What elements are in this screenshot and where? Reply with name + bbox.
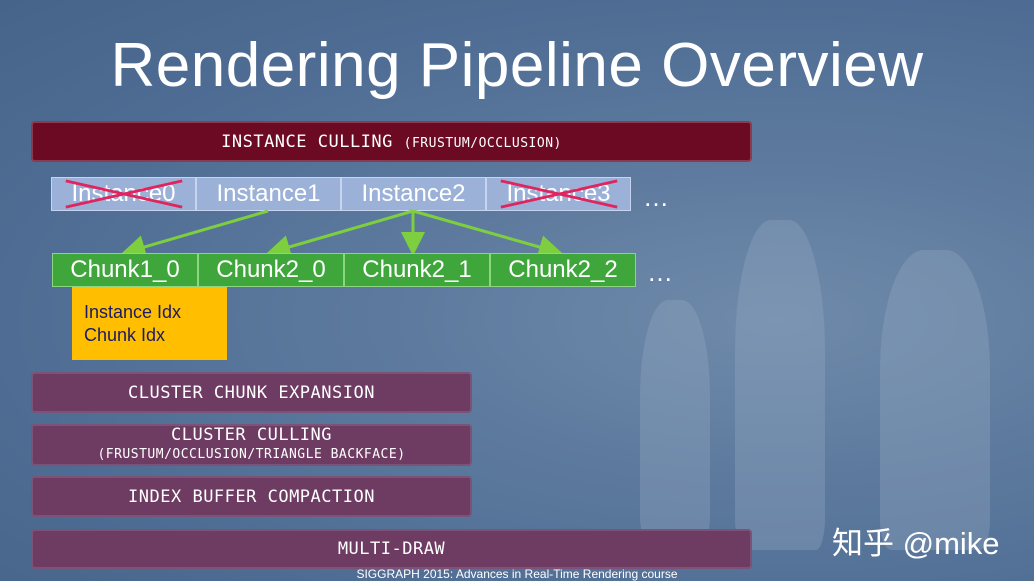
instance-label: Instance2 [361,180,466,207]
chunk-cell: Chunk1_0 [52,253,198,287]
multi-draw-label: MULTI-DRAW [337,539,446,559]
chunk-cell: Chunk2_0 [198,253,344,287]
background-figure [640,300,710,540]
instance-label: Instance1 [216,180,321,207]
cluster-chunk-expansion-stage: CLUSTER CHUNK EXPANSION [31,372,472,413]
chunk-cell: Chunk2_2 [490,253,636,287]
cluster-culling-sub: (FRUSTUM/OCCLUSION/TRIANGLE BACKFACE) [97,447,406,462]
instance-culling-main: INSTANCE CULLING [221,131,393,152]
chunk-label: Chunk2_2 [508,256,618,283]
instances-ellipsis: … [643,182,669,212]
chunk-info-note: Instance Idx Chunk Idx [72,287,227,360]
instance-culling-sub: (FRUSTUM/OCCLUSION) [403,135,562,151]
note-line: Chunk Idx [84,325,166,345]
instance-cell: Instance3 [486,177,631,211]
multi-draw-stage: MULTI-DRAW [31,529,752,569]
instance-culling-label: INSTANCE CULLING (FRUSTUM/OCCLUSION) [221,132,562,152]
chunk-label: Chunk1_0 [70,256,180,283]
instance-culling-stage: INSTANCE CULLING (FRUSTUM/OCCLUSION) [31,121,752,162]
chunks-row: Chunk1_0 Chunk2_0 Chunk2_1 Chunk2_2 [52,253,636,287]
chunks-ellipsis: … [647,257,673,287]
background-figure [735,220,825,550]
instance-cell: Instance0 [51,177,196,211]
chunk-label: Chunk2_0 [216,256,326,283]
instance-cell: Instance2 [341,177,486,211]
instances-row: Instance0 Instance1 Instance2 Instance3 [51,177,631,211]
cluster-chunk-expansion-label: CLUSTER CHUNK EXPANSION [128,382,375,403]
watermark: 知乎 @mike [832,526,1000,561]
slide-footer: SIGGRAPH 2015: Advances in Real-Time Ren… [356,567,678,581]
slide-title: Rendering Pipeline Overview [110,31,924,100]
index-buffer-compaction-stage: INDEX BUFFER COMPACTION [31,476,472,517]
cluster-culling-stage: CLUSTER CULLING (FRUSTUM/OCCLUSION/TRIAN… [31,424,472,466]
index-buffer-compaction-label: INDEX BUFFER COMPACTION [128,486,375,507]
instance-cell: Instance1 [196,177,341,211]
culled-cross-icon [500,179,618,209]
background-figure [880,250,990,550]
culled-cross-icon [65,179,183,209]
note-line: Instance Idx [84,302,182,322]
chunk-cell: Chunk2_1 [344,253,490,287]
cluster-culling-main: CLUSTER CULLING [170,425,333,445]
chunk-label: Chunk2_1 [362,256,472,283]
